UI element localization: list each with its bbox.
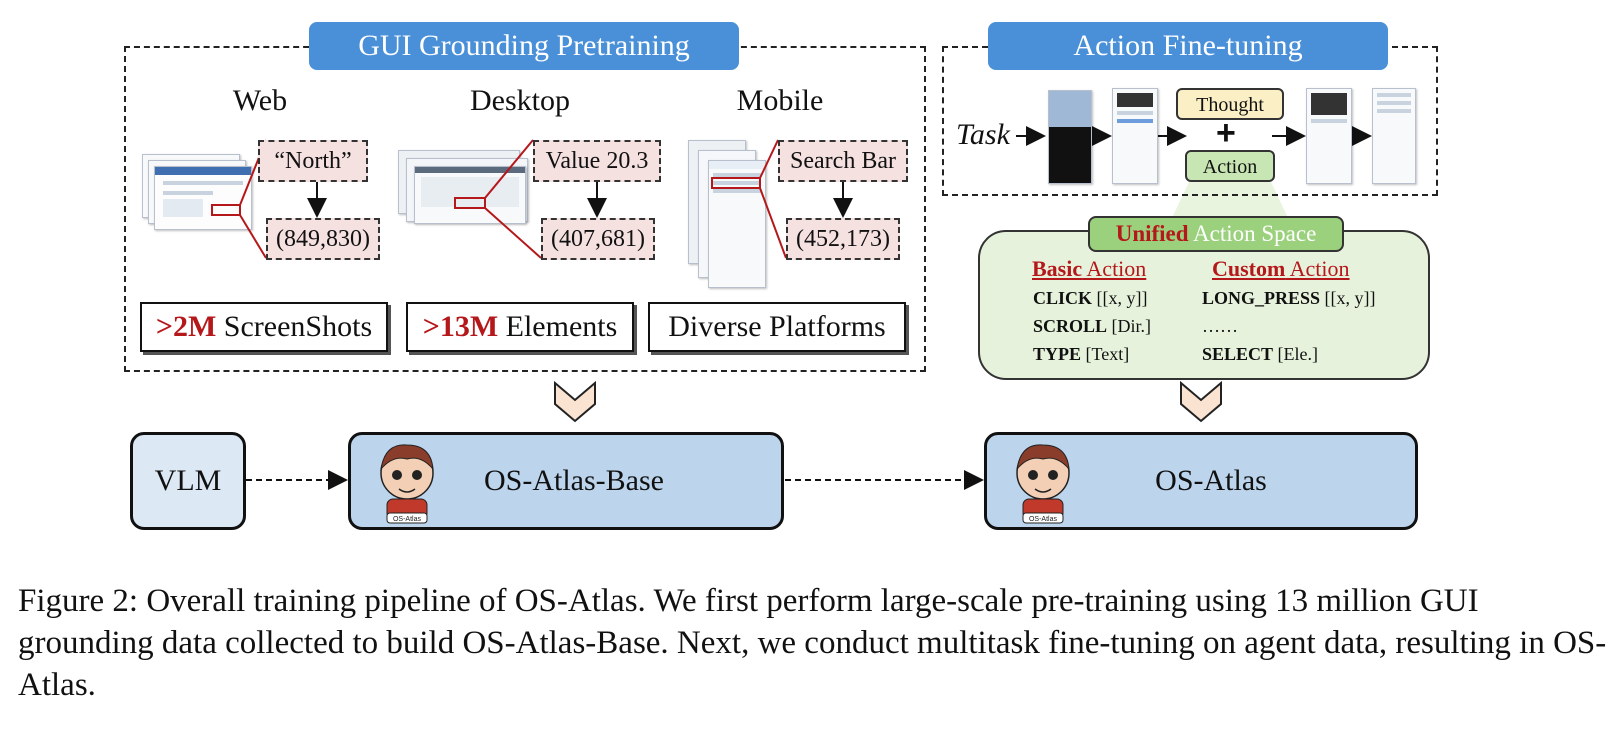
figure-caption: Figure 2: Overall training pipeline of O…	[18, 583, 1607, 703]
stat-screenshots-highlight: >2M	[155, 310, 217, 343]
platform-label-web: Web	[232, 84, 288, 117]
platform-label-mobile: Mobile	[736, 84, 824, 117]
desktop-coords-label: (407,681)	[541, 218, 655, 260]
pretraining-title: GUI Grounding Pretraining	[309, 22, 739, 70]
stat-screenshots: >2M ScreenShots	[140, 302, 388, 352]
unified-action-space-panel	[978, 230, 1430, 380]
unified-title-rest: Action Space	[1188, 221, 1317, 246]
custom-action-ellipsis: ……	[1202, 316, 1238, 336]
action-box: Action	[1185, 150, 1275, 182]
web-element-label: “North”	[258, 140, 368, 182]
svg-text:OS-Atlas: OS-Atlas	[1029, 516, 1058, 523]
stat-platforms-text: Diverse Platforms	[668, 310, 886, 343]
os-atlas-base-box: OS-Atlas OS-Atlas-Base	[348, 432, 784, 530]
mobile-element-label: Search Bar	[778, 140, 908, 182]
phone-screenshot-3	[1306, 88, 1352, 184]
phone-screenshot-4	[1372, 88, 1416, 184]
finetuning-title: Action Fine-tuning	[988, 22, 1388, 70]
platform-label-desktop: Desktop	[470, 84, 570, 117]
phone-screenshot-2	[1112, 88, 1158, 184]
svg-text:OS-Atlas: OS-Atlas	[393, 516, 422, 523]
os-atlas-label: OS-Atlas	[1155, 464, 1267, 497]
custom-heading-bold: Custom	[1212, 256, 1286, 281]
basic-heading-rest: Action	[1082, 256, 1147, 281]
mascot-avatar-base: OS-Atlas	[365, 439, 449, 527]
unified-highlight: Unified	[1115, 221, 1189, 246]
thought-box: Thought	[1176, 88, 1284, 120]
basic-action-click: CLICK [[x, y]]	[1033, 288, 1148, 308]
stat-screenshots-text: ScreenShots	[216, 310, 373, 343]
plus-sign: +	[1216, 114, 1236, 152]
unified-action-space-title: Unified Action Space	[1088, 216, 1344, 252]
vlm-box: VLM	[130, 432, 246, 530]
custom-action-long-press: LONG_PRESS [[x, y]]	[1202, 288, 1376, 308]
task-label: Task	[956, 118, 1010, 151]
stat-platforms: Diverse Platforms	[648, 302, 906, 352]
web-coords-label: (849,830)	[266, 218, 380, 260]
custom-action-select: SELECT [Ele.]	[1202, 344, 1319, 364]
stat-elements-text: Elements	[498, 310, 618, 343]
stat-elements-highlight: >13M	[422, 310, 499, 343]
basic-action-type: TYPE [Text]	[1033, 344, 1130, 364]
basic-action-scroll: SCROLL [Dir.]	[1033, 316, 1152, 336]
desktop-element-label: Value 20.3	[533, 140, 661, 182]
basic-action-heading: Basic Action	[1032, 256, 1146, 282]
mobile-coords-label: (452,173)	[786, 218, 900, 260]
os-atlas-base-label: OS-Atlas-Base	[484, 464, 664, 497]
stat-elements: >13M Elements	[406, 302, 634, 352]
phone-screenshot-1	[1048, 90, 1092, 184]
basic-heading-bold: Basic	[1032, 256, 1083, 281]
os-atlas-box: OS-Atlas OS-Atlas	[984, 432, 1418, 530]
custom-heading-rest: Action	[1285, 256, 1350, 281]
custom-action-heading: Custom Action	[1212, 256, 1350, 282]
mascot-avatar-final: OS-Atlas	[1001, 439, 1085, 527]
